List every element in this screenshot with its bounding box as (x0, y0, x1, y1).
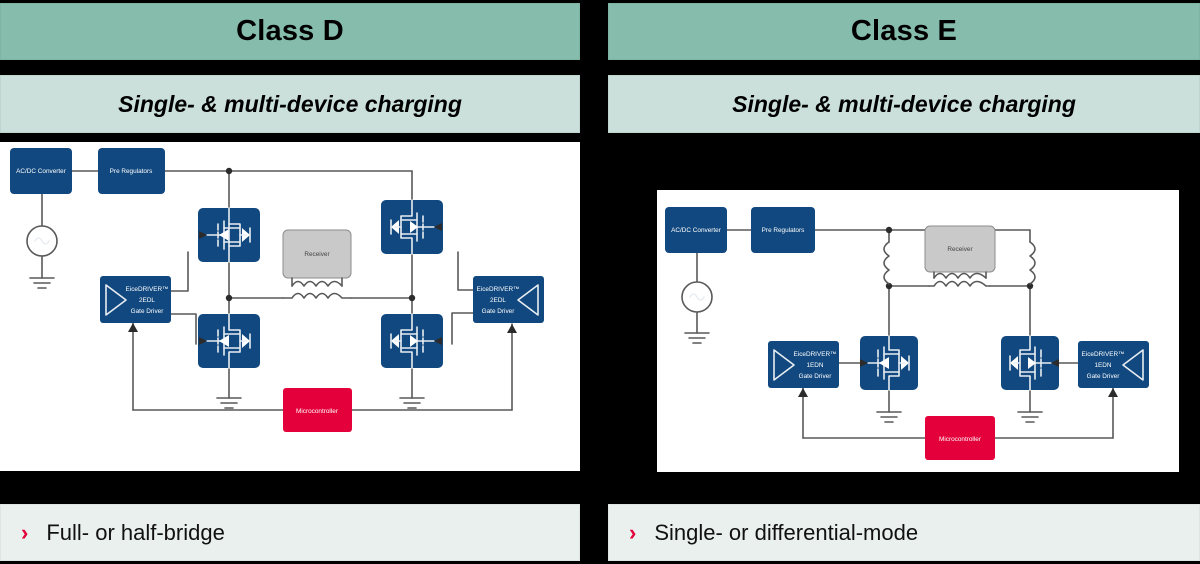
class-e-circuit-diagram: AC/DC Converter Pre Regulators (657, 190, 1179, 472)
chevron-right-icon: › (21, 519, 29, 545)
block-label-ac-dc-converter-e: AC/DC Converter (671, 227, 722, 234)
gate-driver-left-line3: Gate Driver (131, 308, 165, 315)
ground-icon-left-leg (216, 397, 242, 409)
ground-icon-right-leg (399, 397, 425, 409)
choke-inductor-right (1029, 241, 1036, 285)
class-e-bullet-bar: › Single- or differential-mode (608, 504, 1200, 561)
block-gate-driver-left: EiceDRIVER™ 1EDN Gate Driver (768, 341, 839, 388)
gate-driver-right-line1: EiceDRIVER™ (477, 286, 520, 293)
panel-class-e: Class E Single- & multi-device charging (608, 0, 1200, 564)
mosfet-right-low (381, 313, 443, 369)
block-label-receiver: Receiver (304, 251, 330, 258)
gate-driver-left-line2-e: 1EDN (806, 362, 823, 369)
class-d-subtitle: Single- & multi-device charging (118, 90, 462, 117)
class-e-bullet-text: Single- or differential-mode (654, 519, 919, 545)
block-microcontroller: Microcontroller (925, 416, 995, 460)
class-d-circuit-diagram: AC/DC Converter Pre Regulators (0, 142, 580, 471)
gate-driver-left-line1: EiceDRIVER™ (126, 286, 169, 293)
panel-class-d: Class D Single- & multi-device charging (0, 0, 580, 564)
page-title: Class D (236, 15, 344, 47)
mosfet-left-high (198, 207, 260, 263)
block-ac-dc-converter (665, 207, 727, 253)
block-gate-driver-right: EiceDRIVER™ 1EDN Gate Driver (1078, 341, 1149, 388)
block-label-microcontroller-e: Microcontroller (939, 436, 982, 443)
block-label-microcontroller: Microcontroller (296, 408, 339, 415)
gate-driver-right-line2: 2EDL (490, 297, 506, 304)
block-gate-driver-left: EiceDRIVER™ 2EDL Gate Driver (100, 276, 171, 323)
class-e-subtitle-bar: Single- & multi-device charging (608, 75, 1200, 133)
gate-driver-left-line2: 2EDL (139, 297, 155, 304)
gate-driver-right-line1-e: EiceDRIVER™ (1082, 351, 1125, 358)
gate-driver-left-line3-e: Gate Driver (799, 373, 833, 380)
gate-driver-right-line3-e: Gate Driver (1087, 373, 1121, 380)
mosfet-left-low (198, 313, 260, 369)
block-gate-driver-right: EiceDRIVER™ 2EDL Gate Driver (473, 276, 544, 323)
ground-icon-source (684, 332, 710, 344)
chevron-right-icon: › (629, 519, 637, 545)
ground-icon-left-leg (876, 411, 902, 423)
ground-icon-source (29, 277, 55, 289)
ground-icon-right-leg (1017, 411, 1043, 423)
block-pre-regulators (98, 148, 165, 194)
class-e-title-bar: Class E (608, 3, 1200, 60)
block-receiver: Receiver (924, 225, 996, 273)
class-d-title-bar: Class D (0, 3, 580, 60)
block-label-ac-dc-converter: AC/DC Converter (16, 168, 67, 175)
block-microcontroller: Microcontroller (283, 388, 352, 432)
page-title-class-e: Class E (850, 15, 958, 47)
block-ac-dc-converter (10, 148, 72, 194)
mosfet-left (860, 335, 918, 391)
choke-inductor-left (883, 241, 890, 285)
class-d-bullet-bar: › Full- or half-bridge (0, 504, 580, 561)
gate-driver-right-line3: Gate Driver (482, 308, 516, 315)
block-pre-regulators (751, 207, 815, 253)
mosfet-right (1001, 335, 1059, 391)
class-d-subtitle-bar: Single- & multi-device charging (0, 75, 580, 133)
gate-driver-right-line2-e: 1EDN (1094, 362, 1111, 369)
class-e-subtitle: Single- & multi-device charging (732, 90, 1076, 117)
block-receiver: Receiver (282, 229, 352, 279)
gate-driver-left-line1-e: EiceDRIVER™ (794, 351, 837, 358)
block-label-receiver-e: Receiver (947, 246, 973, 253)
class-d-bullet-text: Full- or half-bridge (46, 519, 225, 545)
mosfet-right-high (381, 199, 443, 255)
block-label-pre-regulators-e: Pre Regulators (762, 227, 805, 234)
block-label-pre-regulators: Pre Regulators (110, 168, 153, 175)
